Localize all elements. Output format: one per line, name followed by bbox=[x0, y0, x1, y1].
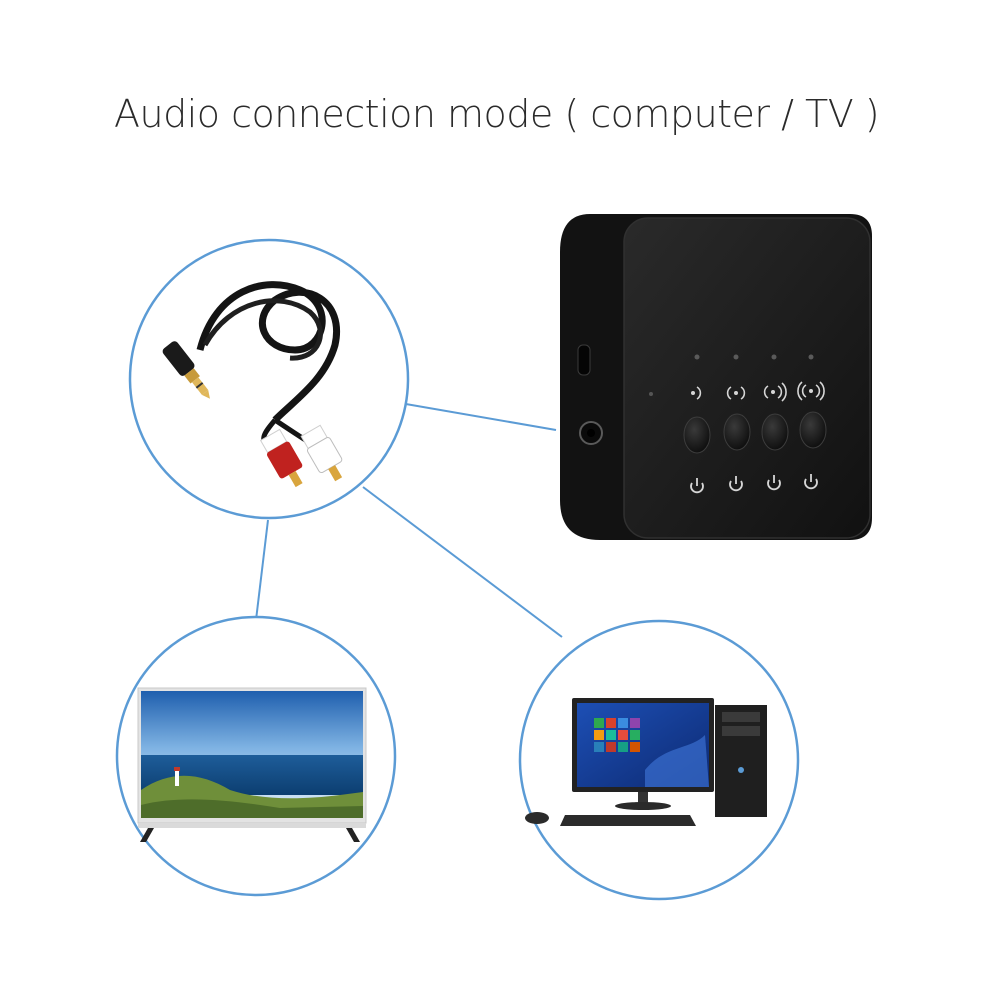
wave-3-icon bbox=[763, 382, 787, 402]
power-icon bbox=[690, 478, 704, 494]
channel-2 bbox=[723, 354, 751, 492]
computer-node bbox=[518, 619, 800, 901]
channel-2-button bbox=[723, 413, 751, 451]
channel-3-button bbox=[761, 413, 789, 451]
wave-4-icon bbox=[797, 381, 825, 401]
desktop-computer-icon bbox=[525, 698, 767, 826]
connector-lines bbox=[255, 402, 563, 638]
cable-circle bbox=[128, 238, 410, 520]
power-icon bbox=[804, 474, 818, 490]
tv-node bbox=[115, 615, 397, 897]
connector-cable-to-tv bbox=[255, 519, 269, 621]
status-led bbox=[694, 354, 700, 360]
wave-1-icon bbox=[691, 386, 702, 400]
television-icon bbox=[137, 687, 367, 842]
channel-4 bbox=[797, 354, 827, 490]
diagram-title: Audio connection mode ( computer / TV ) bbox=[114, 92, 880, 136]
wave-2-icon bbox=[726, 386, 746, 400]
transmitter-device bbox=[560, 214, 872, 540]
connector-cable-to-device bbox=[399, 402, 557, 431]
status-led bbox=[771, 354, 777, 360]
usb-port bbox=[577, 344, 591, 376]
cable-node bbox=[128, 238, 410, 520]
status-led bbox=[808, 354, 814, 360]
channel-1 bbox=[683, 354, 711, 494]
power-icon bbox=[729, 476, 743, 492]
av-cable-icon bbox=[162, 281, 343, 488]
status-led bbox=[733, 354, 739, 360]
channel-1-button bbox=[683, 416, 711, 454]
channel-3 bbox=[761, 354, 789, 491]
channel-4-button bbox=[799, 411, 827, 449]
power-icon bbox=[767, 475, 781, 491]
connector-cable-to-computer bbox=[362, 486, 563, 638]
device-face bbox=[623, 217, 871, 539]
